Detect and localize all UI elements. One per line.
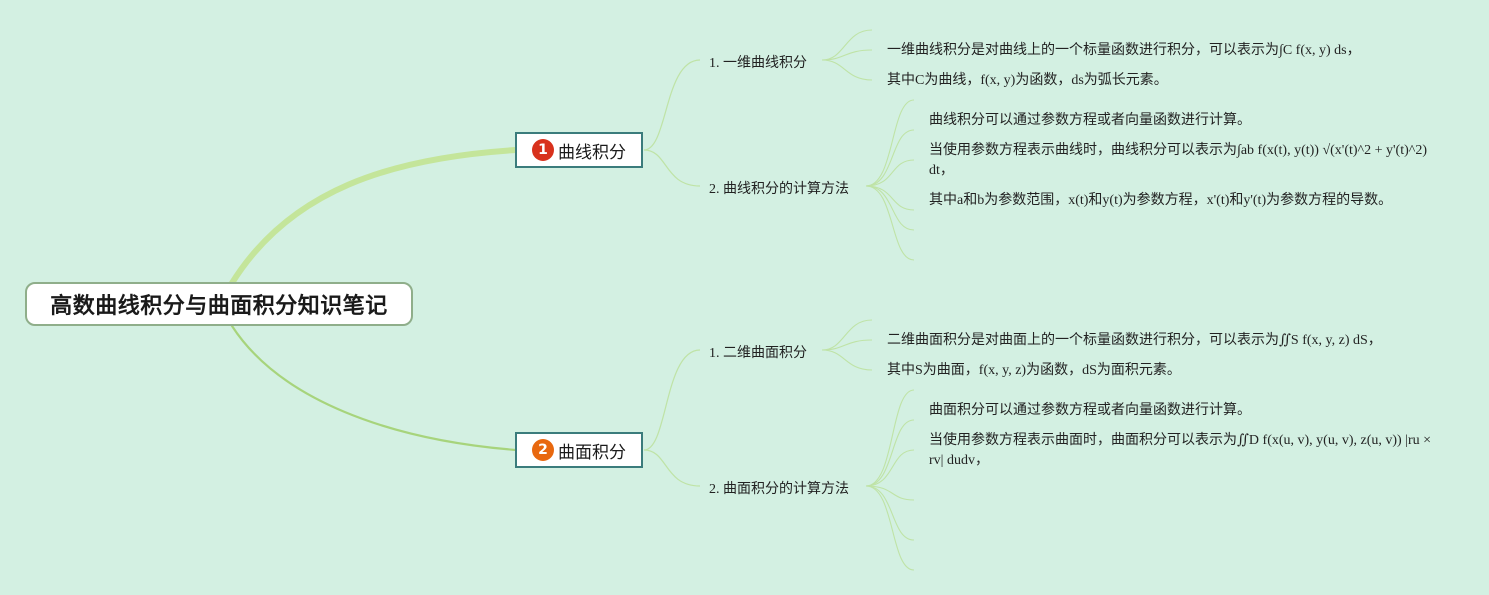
link-root-branch-2 [230, 324, 518, 452]
subtopic-surface-integral-methods[interactable]: 2. 曲面积分的计算方法 [709, 482, 849, 497]
note-item[interactable]: 其中a和b为参数范围，x(t)和y(t)为参数方程，x'(t)和y'(t)为参数… [929, 193, 1393, 208]
root-topic[interactable]: 高数曲线积分与曲面积分知识笔记 [25, 282, 413, 326]
note-item[interactable]: 其中S为曲面，f(x, y, z)为函数，dS为面积元素。 [887, 363, 1181, 378]
note-item[interactable]: 曲线积分可以通过参数方程或者向量函数进行计算。 [929, 113, 1251, 128]
link-branch-2-sub-1 [643, 349, 701, 451]
note-item[interactable]: 其中C为曲线，f(x, y)为函数，ds为弧长元素。 [887, 73, 1168, 88]
link-root-branch-1 [229, 147, 519, 286]
note-item[interactable]: 二维曲面积分是对曲面上的一个标量函数进行积分，可以表示为∬S f(x, y, z… [887, 333, 1382, 348]
branch-label: 曲线积分 [558, 142, 626, 163]
branch-node-curve-integral[interactable]: 1 曲线积分 [515, 132, 643, 168]
link-branch-1-sub-2 [643, 149, 701, 187]
note-item[interactable]: 当使用参数方程表示曲线时，曲线积分可以表示为∫ab f(x(t), y(t)) … [929, 143, 1427, 178]
root-title: 高数曲线积分与曲面积分知识笔记 [50, 294, 388, 319]
note-item[interactable]: 当使用参数方程表示曲面时，曲面积分可以表示为∬D f(x(u, v), y(u,… [929, 433, 1432, 468]
priority-1-icon: 1 [532, 139, 554, 161]
note-item[interactable]: 一维曲线积分是对曲线上的一个标量函数进行积分，可以表示为∫C f(x, y) d… [887, 43, 1361, 58]
subtopic-line-integral[interactable]: 1. 一维曲线积分 [709, 56, 807, 71]
note-item[interactable]: 曲面积分可以通过参数方程或者向量函数进行计算。 [929, 403, 1251, 418]
subtopic-line-integral-methods[interactable]: 2. 曲线积分的计算方法 [709, 182, 849, 197]
link-branch-1-sub-1 [643, 59, 701, 151]
link-branch-2-sub-2 [643, 449, 701, 487]
branch-label: 曲面积分 [558, 442, 626, 463]
branch-node-surface-integral[interactable]: 2 曲面积分 [515, 432, 643, 468]
subtopic-surface-integral[interactable]: 1. 二维曲面积分 [709, 346, 807, 361]
priority-2-icon: 2 [532, 439, 554, 461]
